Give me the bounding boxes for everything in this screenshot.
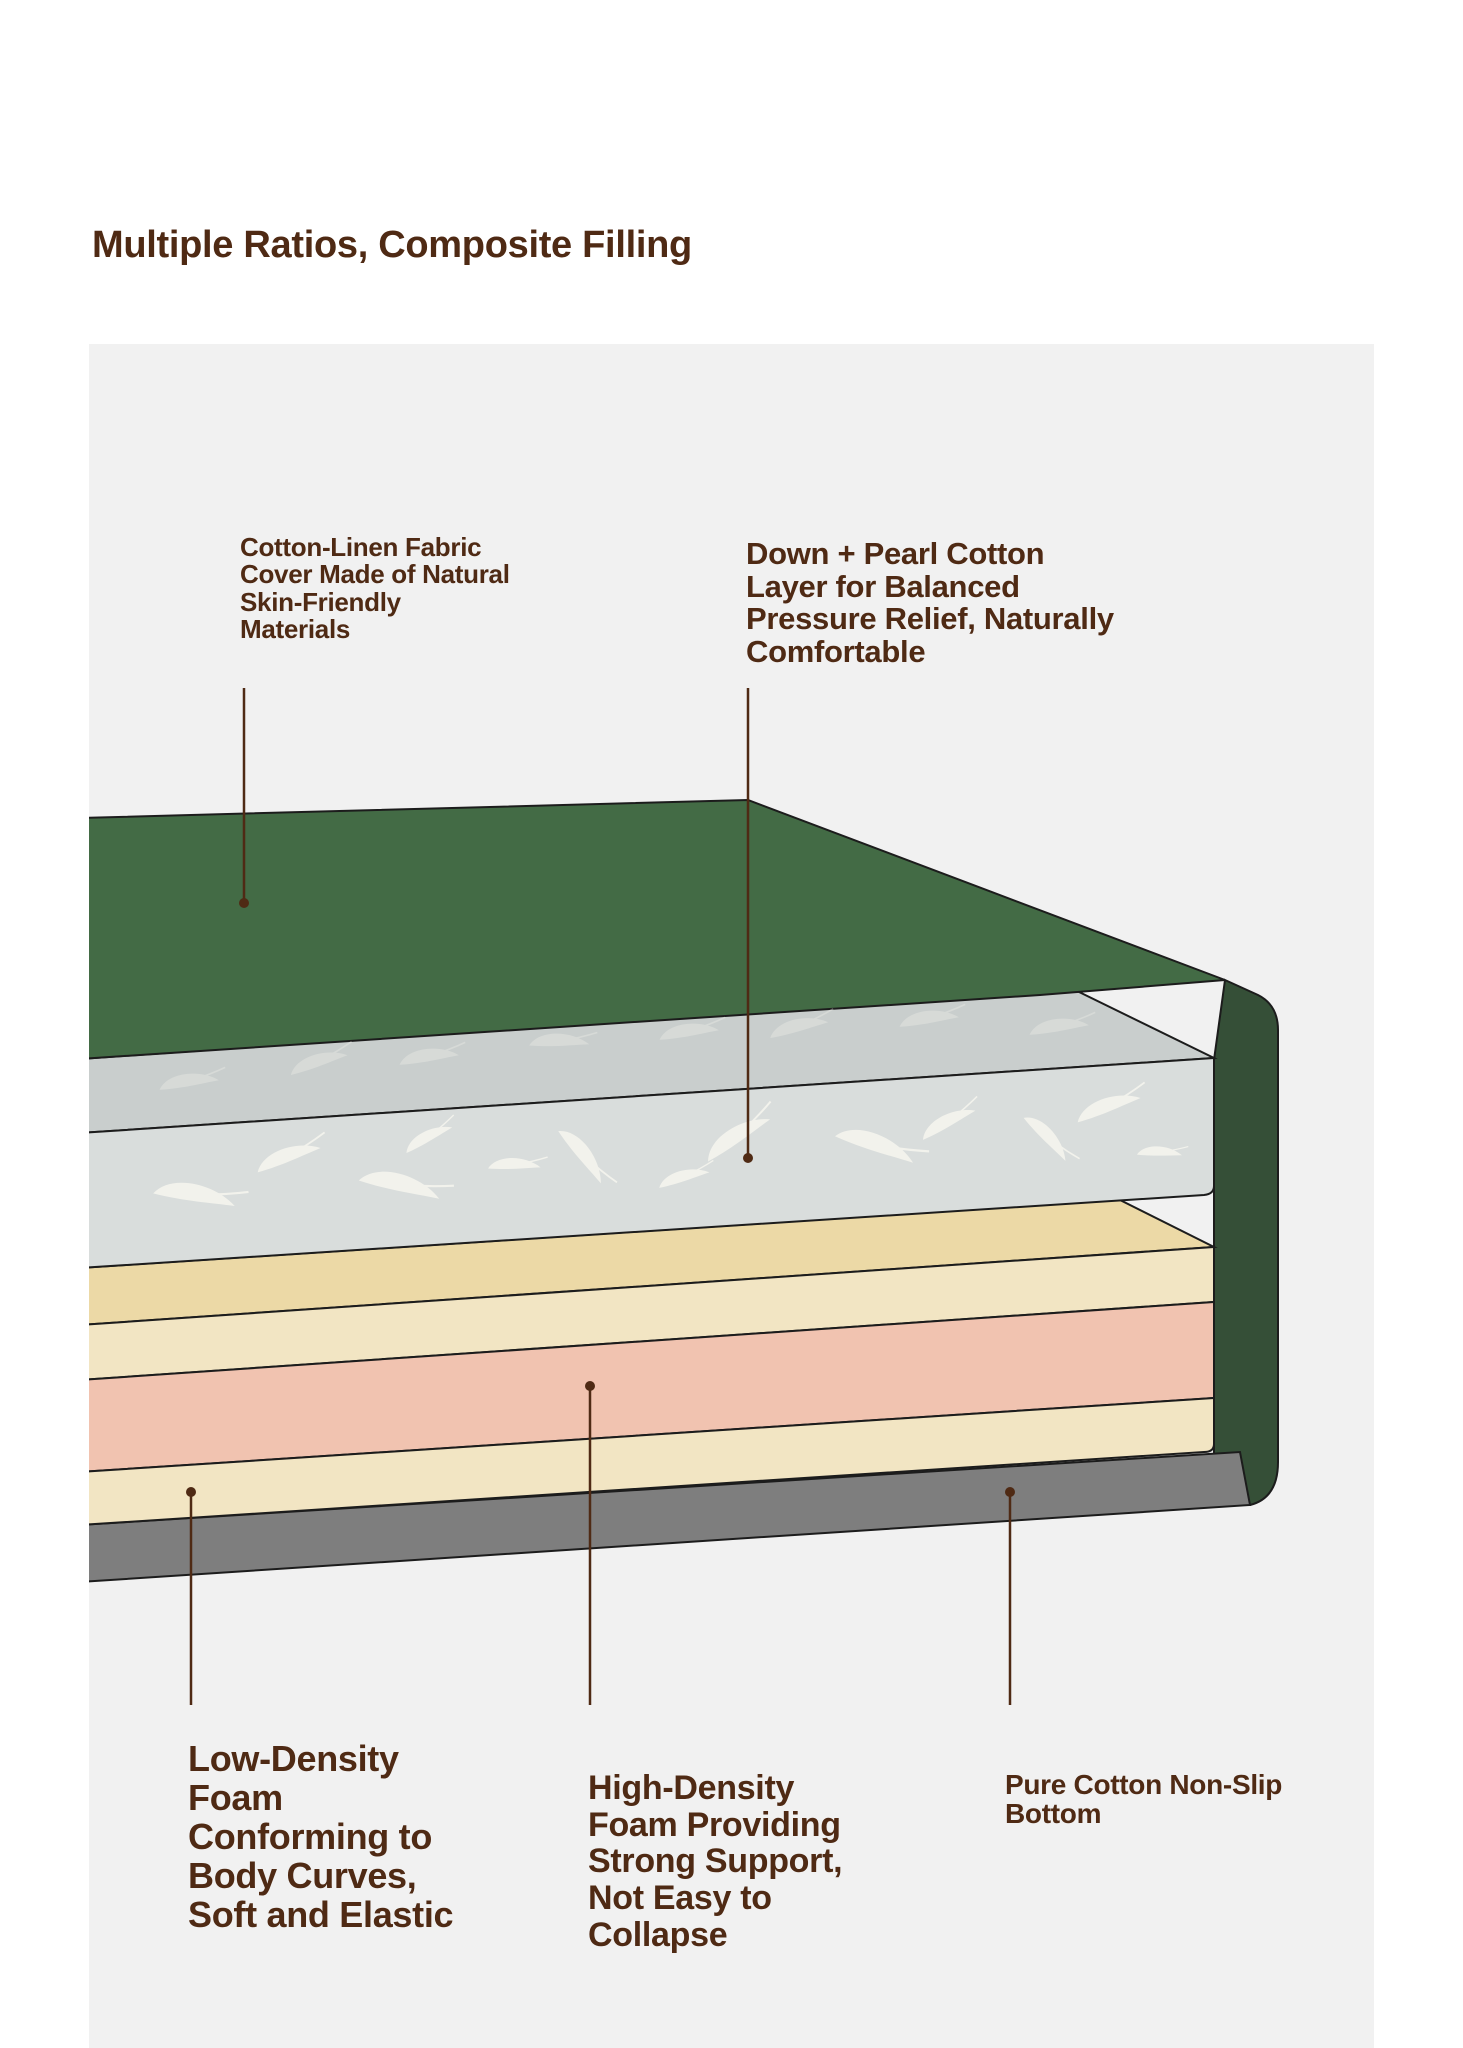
down-layer-front <box>89 1056 1215 1269</box>
callout-bottom: Pure Cotton Non-Slip Bottom <box>1005 1769 1283 1830</box>
low-density-foam <box>89 1396 1215 1526</box>
callout-high-density: High-Density Foam Providing Strong Suppo… <box>588 1769 843 1954</box>
leader-lines <box>186 688 1015 1705</box>
cover-top <box>89 798 1226 1060</box>
callout-down-layer: Down + Pearl Cotton Layer for Balanced P… <box>746 536 1114 669</box>
callout-cover: Cotton-Linen Fabric Cover Made of Natura… <box>240 532 510 644</box>
cover-side-wall <box>1213 978 1279 1506</box>
bottom-layer <box>89 1450 1252 1583</box>
callout-low-density: Low-Density Foam Conforming to Body Curv… <box>188 1738 454 1935</box>
page-title: Multiple Ratios, Composite Filling <box>92 224 692 266</box>
